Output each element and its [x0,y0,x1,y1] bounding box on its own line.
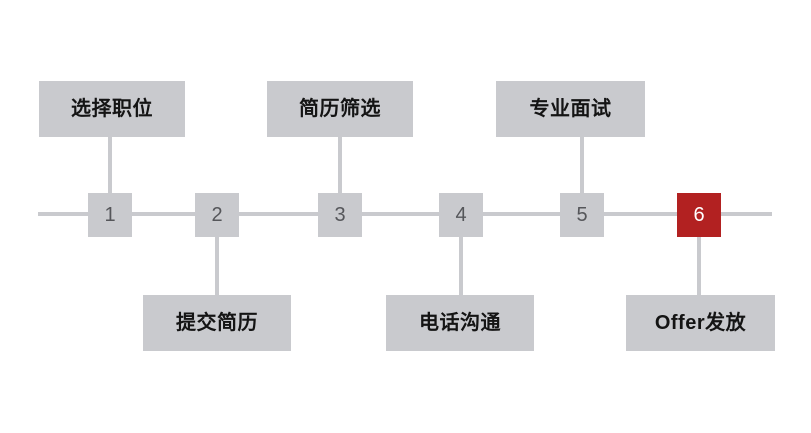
step4-node: 4 [439,193,483,237]
step2-label: 提交简历 [143,295,291,351]
step1-node: 1 [88,193,132,237]
step6-label: Offer发放 [626,295,775,351]
step1-label: 选择职位 [39,81,185,137]
step6-node-highlighted: 6 [677,193,721,237]
step3-node: 3 [318,193,362,237]
step2-node: 2 [195,193,239,237]
step5-node: 5 [560,193,604,237]
step5-connector [580,137,584,193]
step3-connector [338,137,342,193]
step6-connector [697,237,701,295]
step3-label: 简历筛选 [267,81,413,137]
step4-label: 电话沟通 [386,295,534,351]
timeline-axis [38,212,772,216]
step4-connector [459,237,463,295]
step1-connector [108,137,112,193]
step2-connector [215,237,219,295]
step5-label: 专业面试 [496,81,645,137]
